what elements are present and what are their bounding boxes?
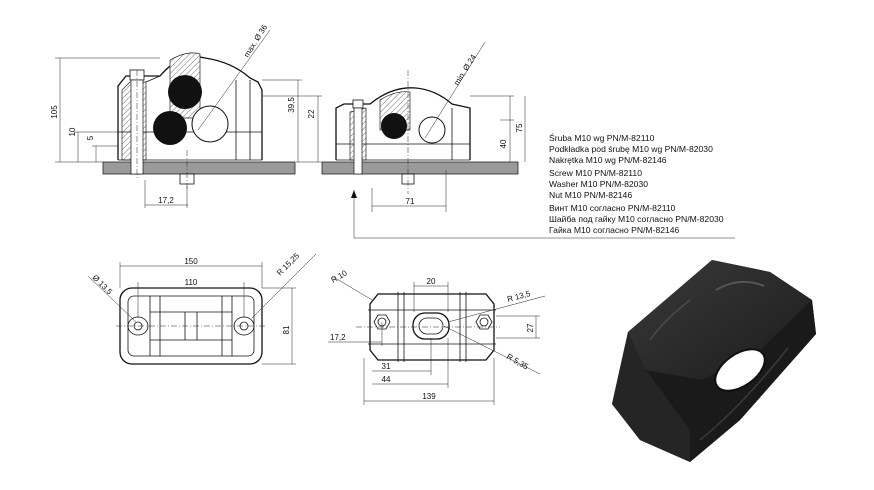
dim-81: 81 <box>282 325 291 334</box>
dim-r-5-35: R 5,35 <box>505 352 530 372</box>
dim-r-10: R 10 <box>330 268 350 285</box>
cable-opening <box>714 348 766 392</box>
cable-black-top <box>168 75 202 109</box>
cable-black-bottom <box>153 111 187 145</box>
dim-110: 110 <box>185 278 198 287</box>
top-view-base: 150 110 81 Ø 13,5 R 15,25 <box>87 251 317 365</box>
hardware-notes: Śruba M10 wg PN/M-82110 Podkładka pod śr… <box>549 132 724 235</box>
dim-10: 10 <box>68 127 77 136</box>
note-line-3: Nakrętka M10 wg PN/M-82146 <box>549 155 667 165</box>
dim-20: 20 <box>427 277 436 286</box>
dim-dia-13-5: Ø 13,5 <box>91 273 115 297</box>
note-line-2: Podkładka pod śrubę M10 wg PN/M-82030 <box>549 144 713 154</box>
cable-white-2 <box>418 116 446 144</box>
dim-r-15-25: R 15,25 <box>275 251 302 278</box>
note-line-4: Screw M10 PN/M-82110 <box>549 168 642 178</box>
mounting-plate-2 <box>321 161 519 175</box>
note-line-1: Śruba M10 wg PN/M-82110 <box>549 132 655 143</box>
dim-max-dia-36: max. Ø 36 <box>242 23 269 60</box>
cap-outline <box>369 293 495 361</box>
product-render <box>612 260 816 462</box>
dim-min-dia-24: min. Ø 24 <box>452 52 478 87</box>
dim-150: 150 <box>184 257 198 266</box>
dim-17-2: 17,2 <box>158 196 174 205</box>
dim-75: 75 <box>515 123 524 132</box>
dim-31: 31 <box>382 362 391 371</box>
note-line-9: Гайка M10 согласно PN/M-82146 <box>549 225 680 235</box>
dim-44: 44 <box>382 375 391 384</box>
clamp-outer-contour <box>117 56 263 160</box>
dim-105: 105 <box>50 105 59 119</box>
note-line-6: Nut M10 PN/M-82146 <box>549 190 632 200</box>
bolt-head-2 <box>352 99 364 109</box>
mounting-plate <box>102 161 296 175</box>
note-line-8: Шайба под гайку M10 согласно PN/M-82030 <box>549 214 724 224</box>
cable-slot <box>412 312 450 340</box>
note-line-7: Винт M10 согласно PN/M-82110 <box>549 203 676 213</box>
dim-39-5: 39,5 <box>287 97 296 113</box>
cable-black-2 <box>381 113 407 139</box>
bolt-shank-2 <box>353 107 363 175</box>
front-section-view-large: 105 10 5 17,2 39,5 22 max. Ø 36 <box>50 23 322 208</box>
front-section-view-small: 75 40 71 min. Ø 24 <box>321 41 735 239</box>
dim-5: 5 <box>86 135 95 140</box>
dim-139: 139 <box>422 392 436 401</box>
cable-white <box>191 105 229 143</box>
dim-17-2-top: 17,2 <box>330 333 346 342</box>
top-view-cap: 20 R 10 R 13,5 27 R 5,35 17,2 31 44 139 <box>328 268 546 405</box>
dim-71: 71 <box>406 197 415 206</box>
dim-40: 40 <box>499 139 508 148</box>
bolt-hex-left <box>373 314 391 330</box>
dim-27: 27 <box>526 323 535 332</box>
bolt-hex-right <box>475 314 493 330</box>
dim-22: 22 <box>307 109 316 118</box>
dim-r-13-5: R 13,5 <box>506 289 532 304</box>
clamp-outer-contour-2 <box>335 87 471 160</box>
note-line-5: Washer M10 PN/M-82030 <box>549 179 648 189</box>
